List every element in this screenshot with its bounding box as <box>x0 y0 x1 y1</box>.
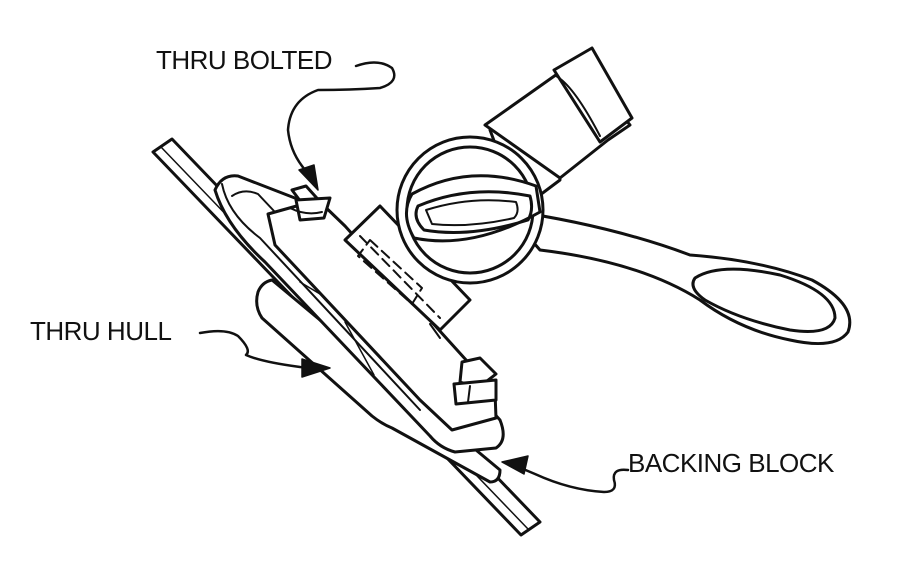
hose-tail <box>483 46 634 212</box>
thru-bolted-leader <box>286 61 396 191</box>
backing-block-leader <box>501 455 630 494</box>
handle-hub <box>395 135 545 285</box>
upper-bolt-nut <box>289 184 332 222</box>
thru-hull-leader <box>198 329 331 378</box>
backing-block-label: BACKING BLOCK <box>628 448 834 478</box>
lower-bolt-nut <box>452 356 498 406</box>
thru-hull-label: THRU HULL <box>30 316 172 346</box>
handle-loop-opening <box>691 267 837 333</box>
seacock-valve-body <box>343 204 472 339</box>
thru-bolted-label: THRU BOLTED <box>156 45 333 75</box>
